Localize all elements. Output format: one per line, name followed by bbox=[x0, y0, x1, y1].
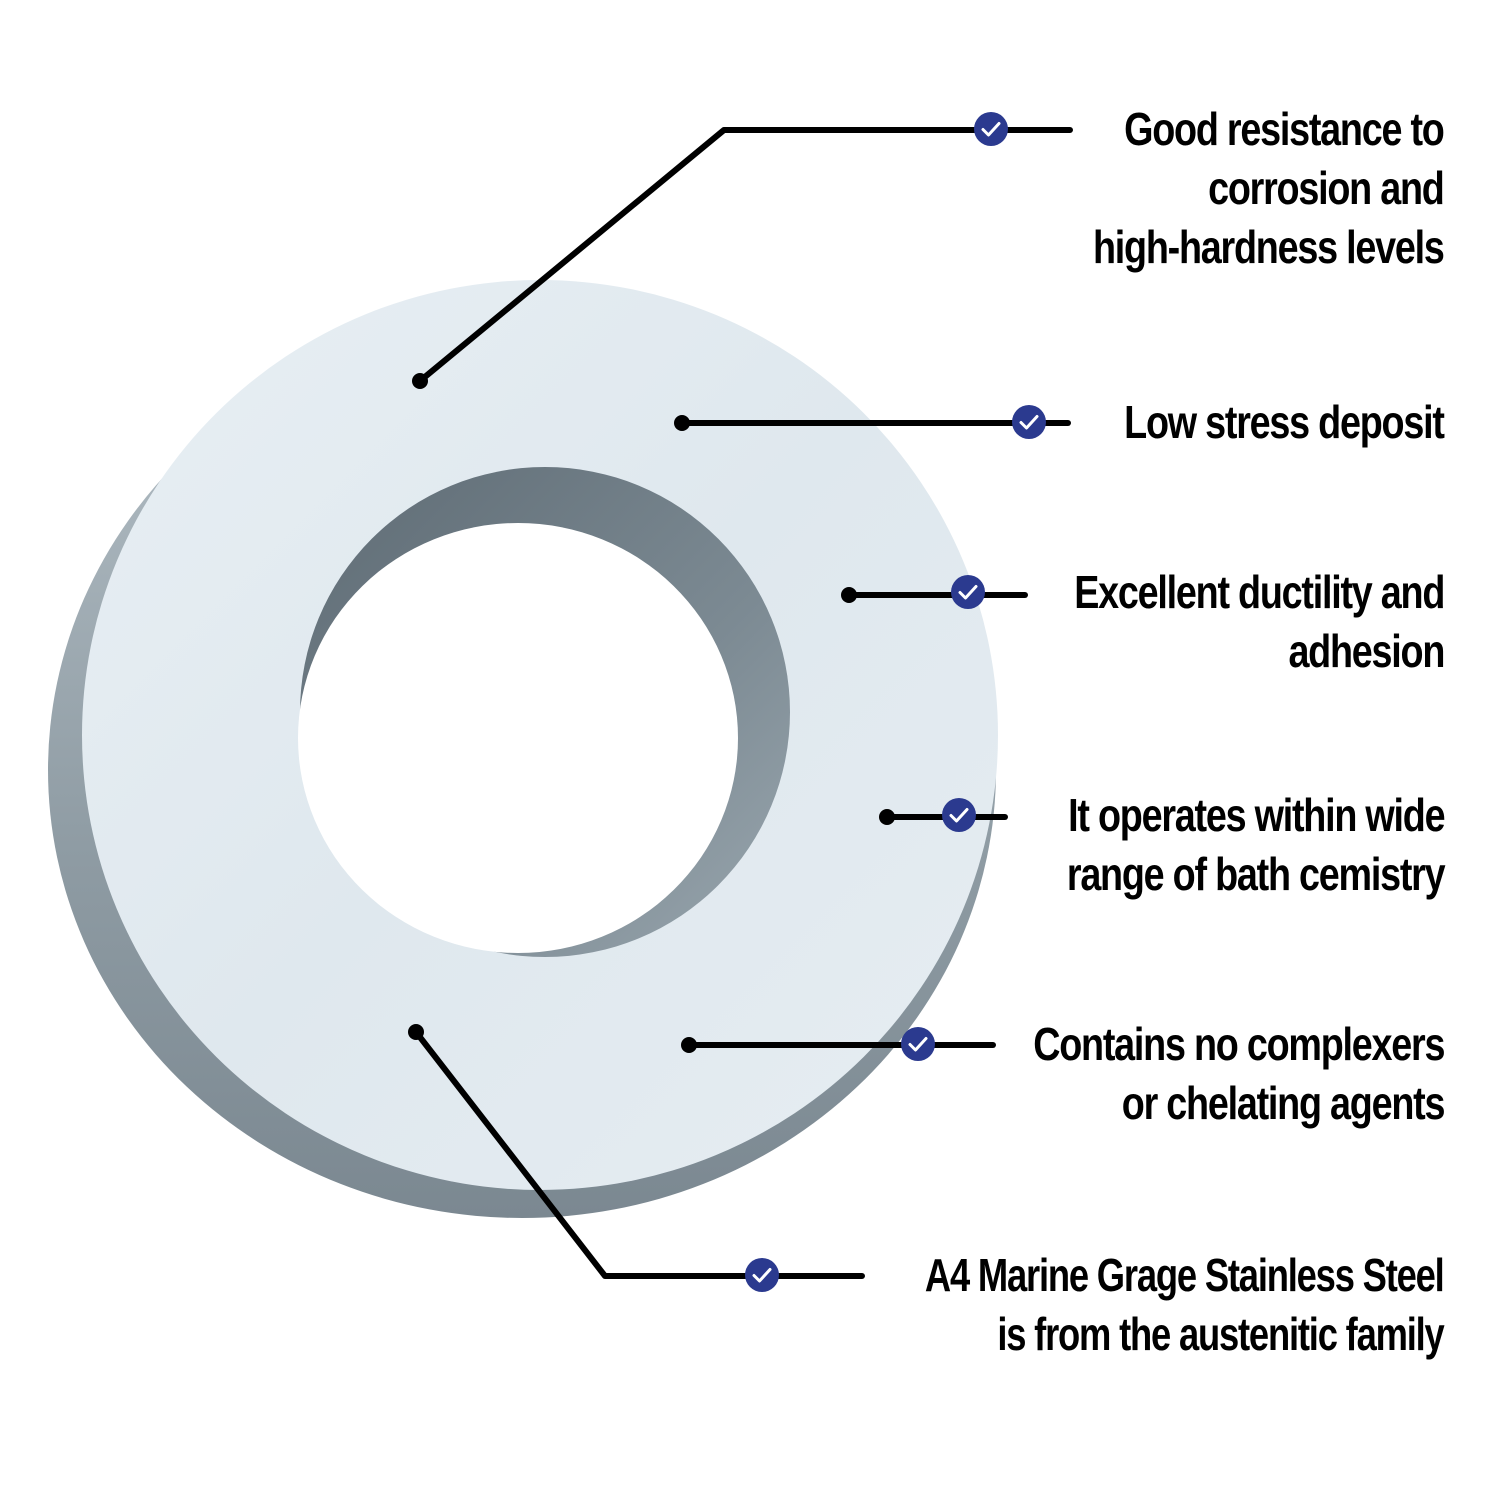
check-circle-icon bbox=[1012, 405, 1047, 439]
feature-text: A4 Marine Grage Stainless Steel is from … bbox=[925, 1246, 1445, 1364]
feature-1: Good resistance to corrosion and high-ha… bbox=[974, 100, 1445, 277]
feature-3: Excellent ductility and adhesion bbox=[950, 563, 1445, 681]
feature-2: Low stress deposit bbox=[1012, 393, 1445, 452]
feature-text: Excellent ductility and adhesion bbox=[1074, 563, 1445, 681]
check-circle-icon bbox=[941, 798, 976, 832]
feature-line: adhesion bbox=[1288, 625, 1445, 677]
check-circle-icon bbox=[900, 1027, 935, 1061]
leader-dot-4 bbox=[879, 809, 895, 825]
leader-dot-3 bbox=[841, 587, 857, 603]
leader-dot-2 bbox=[674, 415, 690, 431]
feature-text: It operates within wide range of bath ce… bbox=[1066, 786, 1446, 904]
feature-6: A4 Marine Grage Stainless Steel is from … bbox=[745, 1246, 1445, 1364]
feature-line: range of bath cemistry bbox=[1066, 848, 1446, 900]
check-circle-icon bbox=[950, 575, 985, 609]
check-circle-icon bbox=[974, 112, 1009, 146]
feature-line: corrosion and bbox=[1208, 162, 1445, 214]
feature-text: Contains no complexers or chelating agen… bbox=[1032, 1015, 1446, 1133]
feature-line: Excellent ductility and bbox=[1074, 566, 1445, 618]
leader-line-1 bbox=[417, 127, 1073, 384]
feature-line: A4 Marine Grage Stainless Steel bbox=[925, 1249, 1445, 1301]
leader-dot-1 bbox=[412, 373, 428, 389]
feature-line: or chelating agents bbox=[1121, 1077, 1446, 1129]
leader-dot-6 bbox=[408, 1024, 424, 1040]
washer-hole bbox=[298, 523, 738, 953]
feature-line: Low stress deposit bbox=[1124, 396, 1445, 448]
leader-dots bbox=[408, 373, 895, 1053]
feature-5: Contains no complexers or chelating agen… bbox=[900, 1015, 1446, 1133]
feature-4: It operates within wide range of bath ce… bbox=[941, 786, 1446, 904]
leader-dot-5 bbox=[681, 1037, 697, 1053]
feature-line: high-hardness levels bbox=[1093, 221, 1445, 273]
feature-text: Low stress deposit bbox=[1124, 393, 1445, 452]
check-circle-icon bbox=[745, 1258, 780, 1292]
feature-line: Contains no complexers bbox=[1032, 1018, 1445, 1070]
feature-line: It operates within wide bbox=[1067, 789, 1445, 841]
feature-line: Good resistance to bbox=[1124, 103, 1445, 155]
feature-text: Good resistance to corrosion and high-ha… bbox=[1093, 100, 1445, 277]
feature-line: is from the austenitic family bbox=[997, 1308, 1445, 1360]
